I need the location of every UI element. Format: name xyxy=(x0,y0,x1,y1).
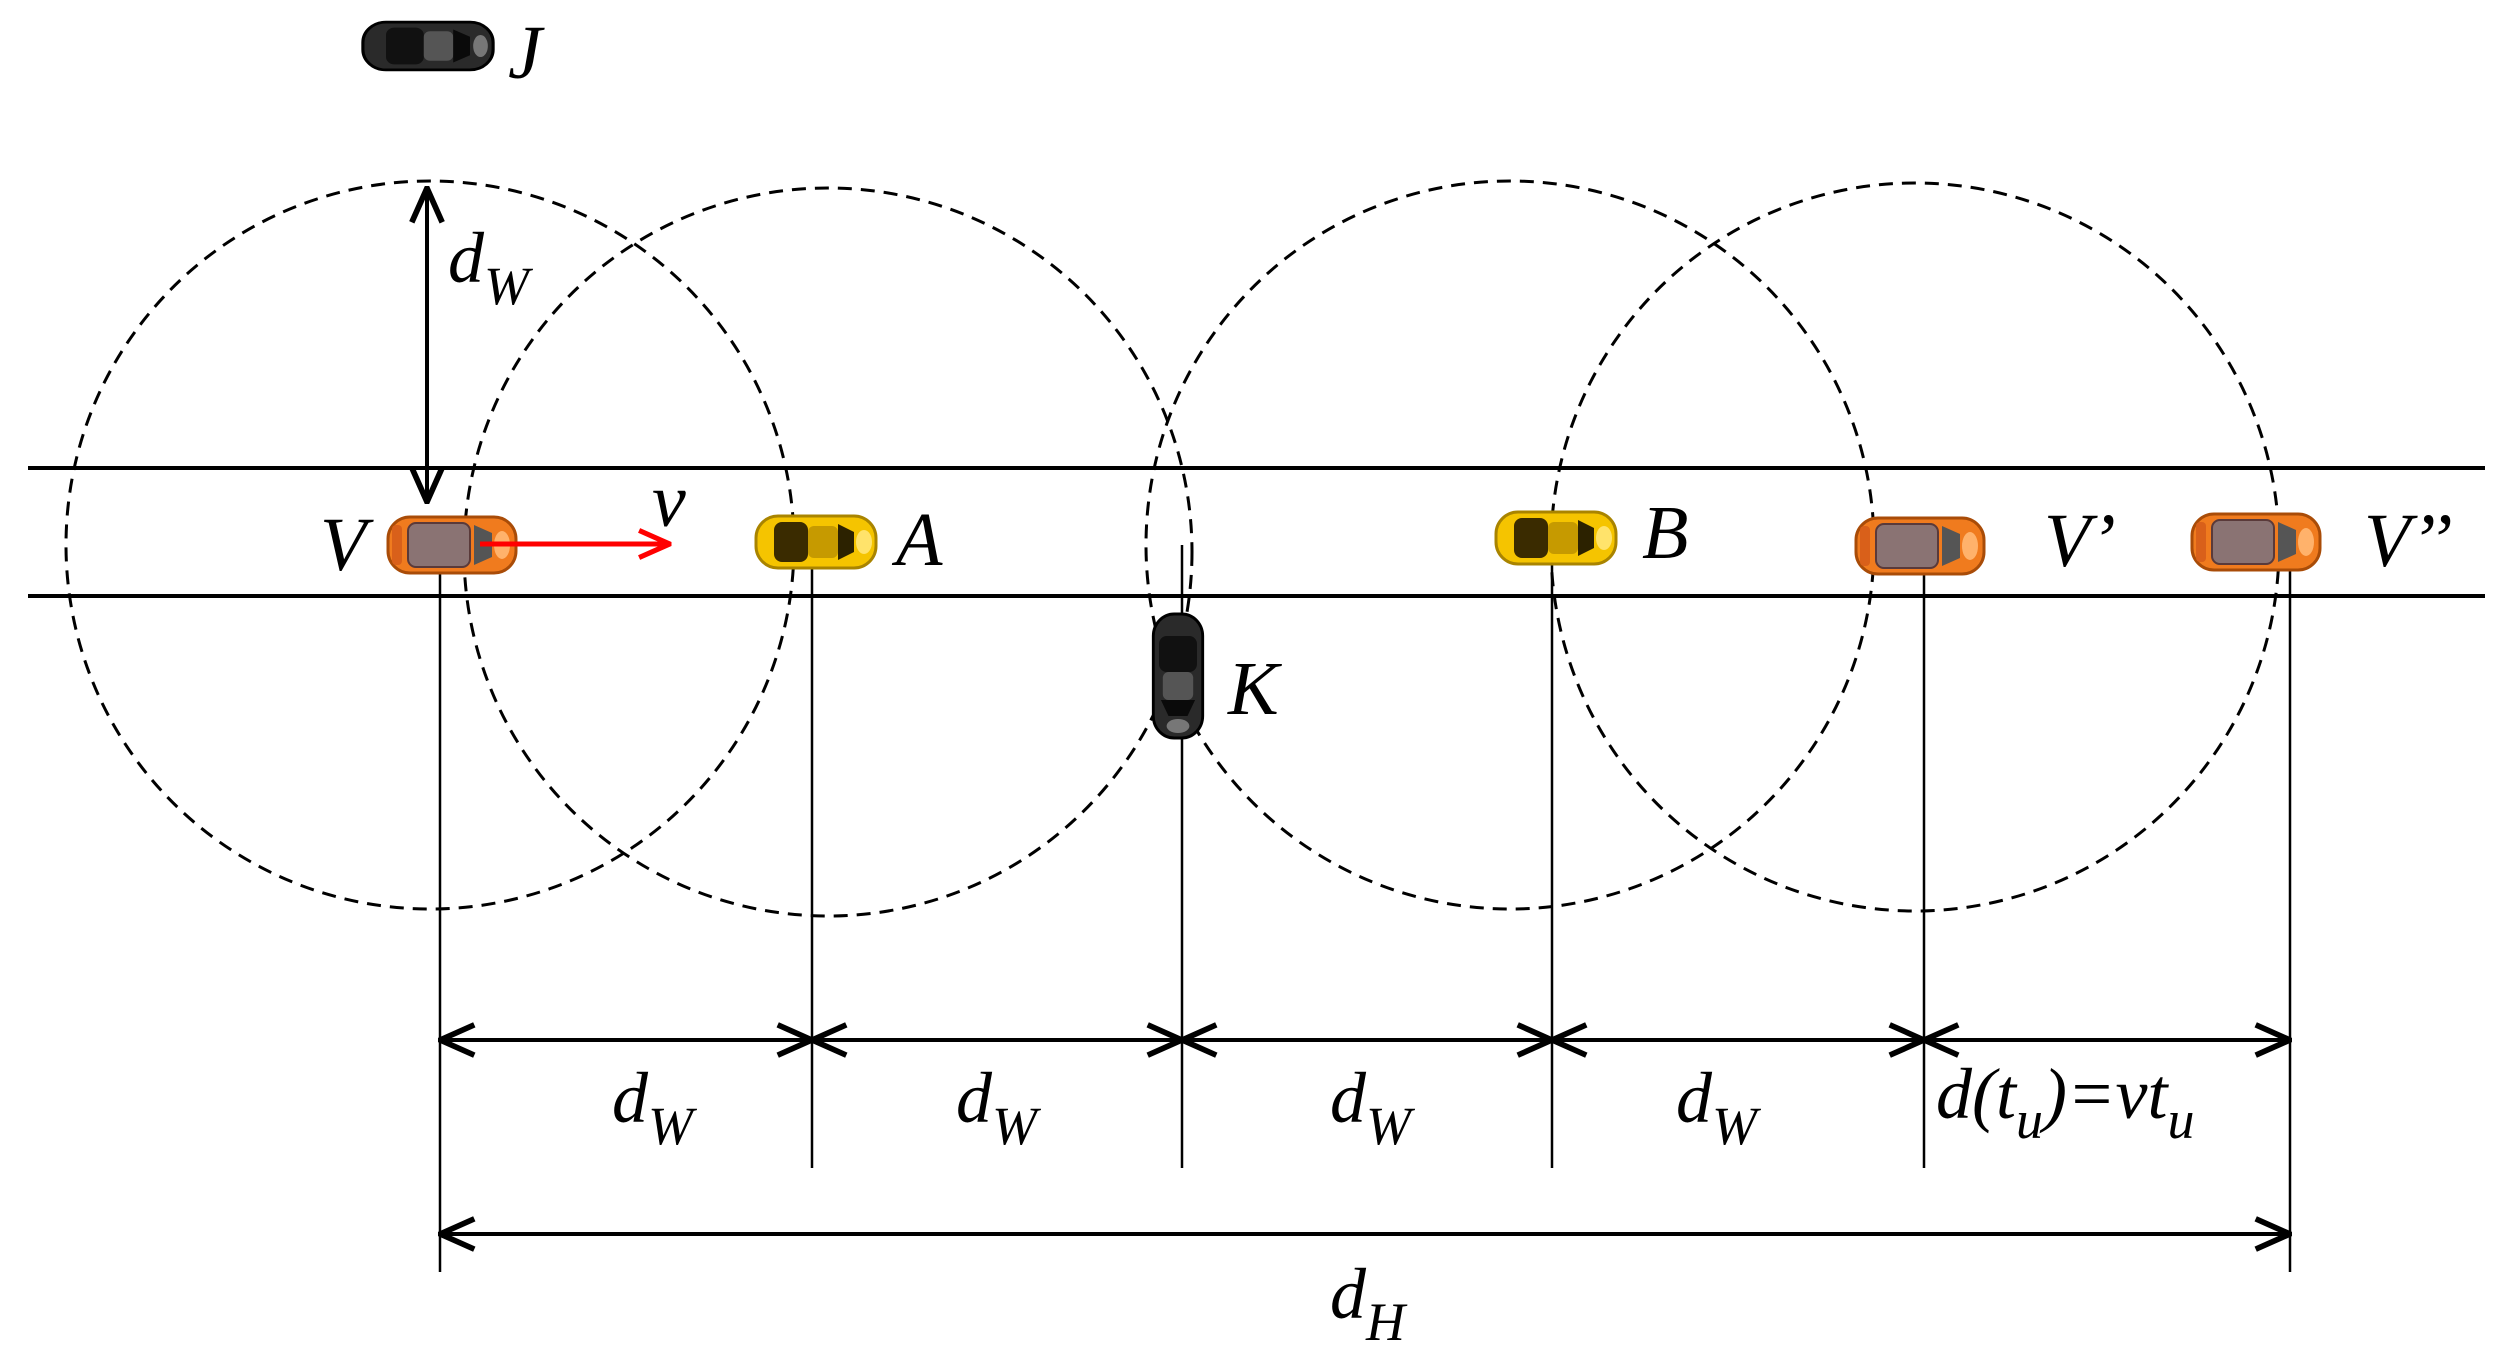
label-a: A xyxy=(891,498,943,582)
label-b: B xyxy=(1642,491,1688,575)
label-dw-4: dW xyxy=(1676,1058,1762,1156)
label-dw-3: dW xyxy=(1330,1058,1416,1156)
yellow-car-icon xyxy=(754,514,878,570)
coverage-circle-a xyxy=(462,186,1194,918)
yellow-car-icon xyxy=(1494,510,1618,566)
label-k: K xyxy=(1227,647,1282,731)
label-dw-2: dW xyxy=(956,1058,1042,1156)
black-car-icon xyxy=(361,20,495,72)
label-vertical-dw: dW xyxy=(448,218,534,316)
black-car-icon xyxy=(1151,612,1205,740)
label-v-double-prime: V’’ xyxy=(2364,499,2453,583)
label-v: V xyxy=(320,503,374,587)
orange-car-icon xyxy=(2190,512,2322,572)
label-d-tu: d(tu)=vtu xyxy=(1936,1054,2195,1150)
label-dw-1: dW xyxy=(612,1058,698,1156)
label-v-prime: V’ xyxy=(2044,499,2116,583)
orange-car-icon xyxy=(1854,516,1986,576)
label-dh: dH xyxy=(1330,1254,1408,1352)
label-j: J xyxy=(508,11,545,95)
label-velocity: v xyxy=(652,459,686,543)
